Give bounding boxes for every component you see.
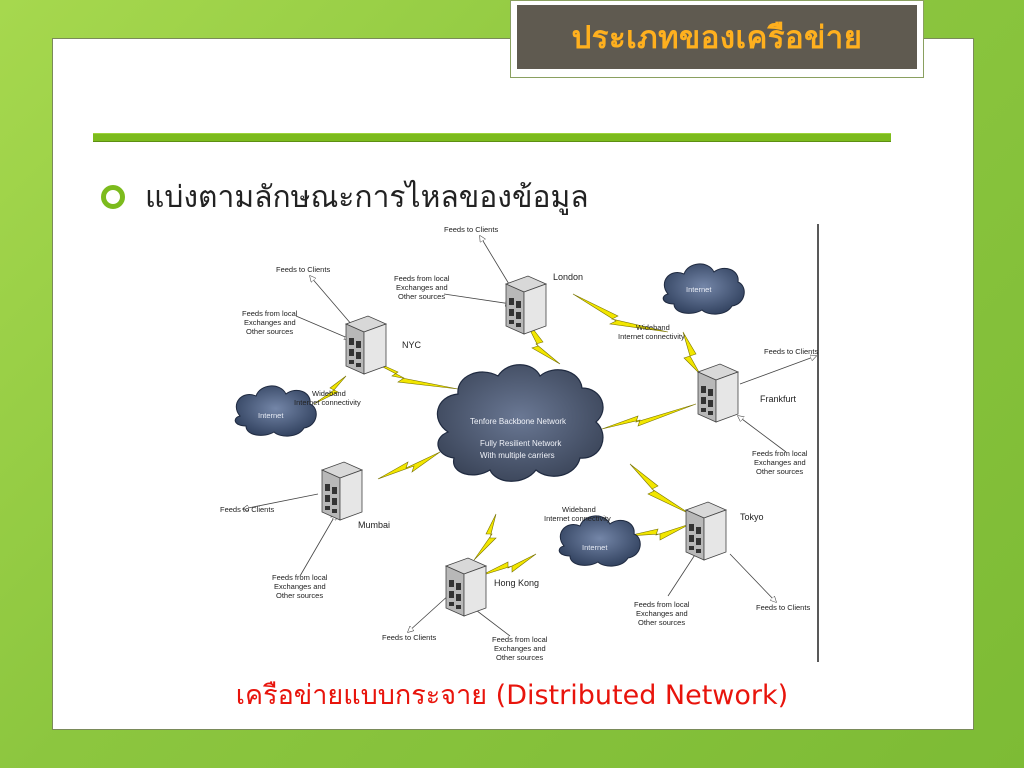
svg-text:Other sources: Other sources xyxy=(496,653,543,662)
svg-text:Exchanges and: Exchanges and xyxy=(274,582,326,591)
feeds-from-mumbai: Feeds from local Exchanges and Other sou… xyxy=(272,573,328,600)
feeds-from-hongkong: Feeds from local Exchanges and Other sou… xyxy=(492,635,548,662)
svg-text:Feeds from local: Feeds from local xyxy=(242,309,298,318)
bullet-text: แบ่งตามลักษณะการไหลของข้อมูล xyxy=(145,180,589,215)
lightning-hk-cloud xyxy=(479,553,537,577)
svg-text:Other sources: Other sources xyxy=(276,591,323,600)
internet-cloud-tokyo: Internet xyxy=(558,515,641,567)
svg-text:Exchanges and: Exchanges and xyxy=(636,609,688,618)
svg-text:Other sources: Other sources xyxy=(246,327,293,336)
feeds-from-nyc: Feeds from local Exchanges and Other sou… xyxy=(242,309,298,336)
lightning-core-tokyo xyxy=(629,463,691,515)
title-divider xyxy=(93,133,891,142)
svg-text:Feeds from local: Feeds from local xyxy=(634,600,690,609)
svg-text:Feeds from local: Feeds from local xyxy=(272,573,328,582)
lightning-core-hongkong xyxy=(473,513,497,561)
lightning-london-core xyxy=(522,315,561,365)
svg-text:Feeds from local: Feeds from local xyxy=(492,635,548,644)
server-london-icon xyxy=(505,275,547,335)
internet-label: Internet xyxy=(582,543,608,552)
arrow-mumbai-in xyxy=(299,514,336,577)
lightning-core-frankfurt xyxy=(601,403,697,430)
title-box: ประเภทของเครือข่าย xyxy=(510,0,924,78)
feeds-from-frankfurt: Feeds from local Exchanges and Other sou… xyxy=(752,449,808,476)
server-mumbai-icon xyxy=(321,461,363,521)
city-hongkong: Hong Kong xyxy=(494,578,539,588)
city-frankfurt: Frankfurt xyxy=(760,394,797,404)
svg-text:Internet connectivity: Internet connectivity xyxy=(618,332,685,341)
arrow-frankfurt-out xyxy=(739,356,816,385)
svg-text:Exchanges and: Exchanges and xyxy=(244,318,296,327)
feeds-to-clients-label: Feeds to Clients xyxy=(382,633,436,642)
svg-text:Wideband: Wideband xyxy=(636,323,670,332)
feeds-to-clients-label: Feeds to Clients xyxy=(756,603,810,612)
internet-cloud-london: Internet xyxy=(662,263,745,315)
backbone-label: Tenfore Backbone Network xyxy=(470,417,567,426)
server-tokyo-icon xyxy=(685,501,727,561)
internet-label: Internet xyxy=(258,411,284,420)
svg-text:Internet connectivity: Internet connectivity xyxy=(544,514,611,523)
svg-text:Feeds from local: Feeds from local xyxy=(394,274,450,283)
arrow-nyc-in xyxy=(295,315,350,339)
feeds-from-tokyo: Feeds from local Exchanges and Other sou… xyxy=(634,600,690,627)
svg-text:Wideband: Wideband xyxy=(312,389,346,398)
lightning-nyc-cloud xyxy=(313,375,347,405)
bullet-circle-icon xyxy=(101,185,125,209)
svg-text:Exchanges and: Exchanges and xyxy=(494,644,546,653)
svg-text:Internet connectivity: Internet connectivity xyxy=(294,398,361,407)
backbone-sub2: With multiple carriers xyxy=(480,451,555,460)
city-mumbai: Mumbai xyxy=(358,520,390,530)
svg-text:Exchanges and: Exchanges and xyxy=(396,283,448,292)
svg-text:Exchanges and: Exchanges and xyxy=(754,458,806,467)
svg-text:Other sources: Other sources xyxy=(638,618,685,627)
lightning-london-cloud xyxy=(572,293,669,333)
wideband-tokyo: Wideband Internet connectivity xyxy=(544,505,611,523)
svg-text:Feeds from local: Feeds from local xyxy=(752,449,808,458)
arrow-mumbai-out xyxy=(243,493,319,509)
slide-title: ประเภทของเครือข่าย xyxy=(571,20,863,56)
internet-cloud-nyc: Internet xyxy=(234,385,317,437)
arrow-tokyo-out xyxy=(729,553,776,602)
wideband-nyc: Wideband Internet connectivity xyxy=(294,389,361,407)
server-hongkong-icon xyxy=(445,557,487,617)
title-banner: ประเภทของเครือข่าย xyxy=(517,5,917,69)
backbone-cloud: Tenfore Backbone Network Fully Resilient… xyxy=(436,364,604,482)
city-tokyo: Tokyo xyxy=(740,512,764,522)
lightning-mumbai-core xyxy=(377,451,441,480)
lightning-cloud-frankfurt xyxy=(682,331,701,375)
network-diagram: Internet Internet Internet Tenfore Backb… xyxy=(220,224,819,662)
svg-text:Wideband: Wideband xyxy=(562,505,596,514)
city-london: London xyxy=(553,272,583,282)
svg-text:Other sources: Other sources xyxy=(756,467,803,476)
feeds-to-clients-label: Feeds to Clients xyxy=(444,225,498,234)
internet-label: Internet xyxy=(686,285,712,294)
arrow-hk-out xyxy=(408,593,451,632)
server-nyc-icon xyxy=(345,315,387,375)
arrow-frankfurt-in xyxy=(738,416,787,453)
svg-text:Other sources: Other sources xyxy=(398,292,445,301)
wideband-london: Wideband Internet connectivity xyxy=(618,323,685,341)
feeds-to-clients-label: Feeds to Clients xyxy=(276,265,330,274)
feeds-from-london: Feeds from local Exchanges and Other sou… xyxy=(394,274,450,301)
arrow-london-in xyxy=(443,293,511,304)
city-nyc: NYC xyxy=(402,340,422,350)
backbone-sub1: Fully Resilient Network xyxy=(480,439,562,448)
diagram-caption: เครือข่ายแบบกระจาย (Distributed Network) xyxy=(235,680,789,711)
feeds-to-clients-label: Feeds to Clients xyxy=(220,505,274,514)
feeds-to-clients-label: Feeds to Clients xyxy=(764,347,818,356)
lightning-links xyxy=(313,293,701,577)
server-frankfurt-icon xyxy=(697,363,739,423)
